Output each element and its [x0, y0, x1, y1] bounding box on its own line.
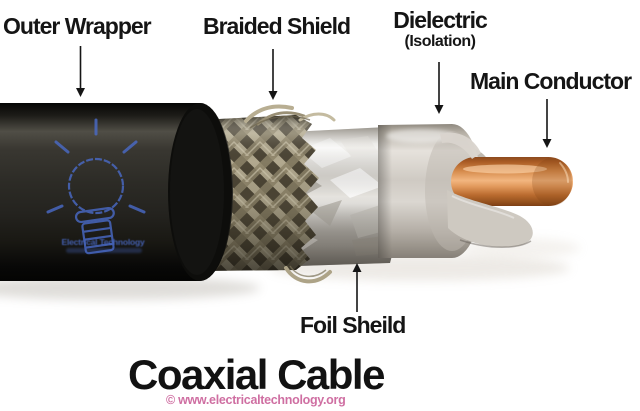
label-dielectric: Dielectric (Isolation) [393, 7, 488, 51]
label-main-conductor: Main Conductor [470, 68, 632, 94]
dielectric-cut-pieces [440, 132, 533, 248]
label-outer-wrapper: Outer Wrapper [3, 13, 152, 39]
logo-tagline-blur [66, 248, 142, 253]
callout-arrows [76, 46, 552, 312]
main-conductor-part [451, 157, 573, 206]
label-foil-shield: Foil Sheild [300, 312, 406, 338]
diagram-title: Coaxial Cable [128, 351, 385, 398]
label-dielectric-line2: (Isolation) [404, 32, 476, 50]
watermark-url: © www.electricaltechnology.org [166, 393, 346, 407]
lightbulb-icon [67, 157, 125, 215]
outer-wrapper-part: Electrical Technology [0, 103, 233, 281]
electrical-technology-logo [46, 118, 146, 255]
label-braided-shield: Braided Shield [203, 13, 351, 39]
label-dielectric-line1: Dielectric [393, 7, 488, 33]
logo-brand-text: Electrical Technology [61, 237, 145, 247]
